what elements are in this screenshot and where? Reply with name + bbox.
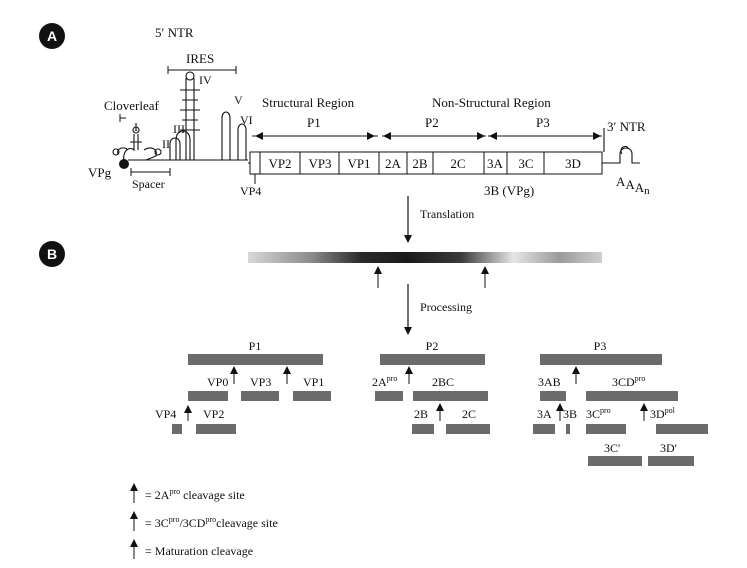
spacer-label: Spacer xyxy=(132,177,165,191)
region-arrows xyxy=(252,128,605,152)
utr3-label: 3′ NTR xyxy=(607,119,646,134)
p3-region-label: P3 xyxy=(536,115,550,130)
legend: = 2Apro cleavage site = 3Cpro/3CDproclea… xyxy=(130,483,278,559)
prod-3d-label: 3Dpol xyxy=(650,406,676,421)
prod-p1-bar xyxy=(188,354,323,365)
p1-region-label: P1 xyxy=(307,115,321,130)
seg-3a: 3A xyxy=(487,156,504,171)
prod-3cprime-label: 3C' xyxy=(604,441,620,455)
panel-b-badge: B xyxy=(39,241,65,267)
prod-p3-label: P3 xyxy=(594,339,607,353)
vpg-dot xyxy=(119,159,129,169)
structural-region-label: Structural Region xyxy=(262,95,355,110)
rna-3prime-structure xyxy=(602,145,640,164)
rna-5prime-structure xyxy=(112,71,248,163)
panel-a-label: A xyxy=(47,28,57,44)
vp4-genome-label: VP4 xyxy=(240,184,261,198)
prod-vp3-label: VP3 xyxy=(250,375,271,389)
prod-vp0-label: VP0 xyxy=(207,375,228,389)
prod-vp1-bar xyxy=(293,391,331,401)
domain-i: I xyxy=(134,120,138,134)
prod-3d-bar xyxy=(656,424,708,434)
prod-p3-bar xyxy=(540,354,662,365)
seg-3c: 3C xyxy=(518,156,533,171)
prod-3a-label: 3A xyxy=(537,407,552,421)
prod-2a-bar xyxy=(375,391,403,401)
legend-2a-text: = 2Apro cleavage site xyxy=(145,487,245,502)
vpg-3b-label: 3B (VPg) xyxy=(484,183,534,198)
prod-3c-bar xyxy=(586,424,626,434)
vpg-label: VPg xyxy=(88,165,112,180)
prod-vp3-bar xyxy=(241,391,279,401)
seg-2c: 2C xyxy=(450,156,465,171)
prod-3b-label: 3B xyxy=(563,407,577,421)
seg-vp2: VP2 xyxy=(268,156,291,171)
prod-vp4-label: VP4 xyxy=(155,407,176,421)
domain-vi: VI xyxy=(240,113,253,127)
prod-p2-bar xyxy=(380,354,485,365)
cloverleaf-label: Cloverleaf xyxy=(104,98,160,113)
polyprotein-bar xyxy=(248,252,602,263)
utr5-label: 5′ NTR xyxy=(155,25,194,40)
prod-vp2-label: VP2 xyxy=(203,407,224,421)
prod-3ab-label: 3AB xyxy=(538,375,561,389)
domain-ii: II xyxy=(162,137,170,151)
domain-iii: III xyxy=(173,122,185,136)
seg-2b: 2B xyxy=(412,156,428,171)
prod-2b-label: 2B xyxy=(414,407,428,421)
prod-3b-bar xyxy=(566,424,570,434)
prod-2bc-bar xyxy=(413,391,488,401)
prod-3dprime-bar xyxy=(648,456,694,466)
seg-vp3: VP3 xyxy=(308,156,331,171)
prod-2b-bar xyxy=(412,424,434,434)
seg-3d: 3D xyxy=(565,156,581,171)
panel-b-label: B xyxy=(47,246,57,262)
prod-p2-label: P2 xyxy=(426,339,439,353)
seg-vp1: VP1 xyxy=(347,156,370,171)
prod-2c-bar xyxy=(446,424,490,434)
legend-3c-text: = 3Cpro/3CDprocleavage site xyxy=(145,515,278,530)
prod-vp2-bar xyxy=(196,424,236,434)
seg-2a: 2A xyxy=(385,156,402,171)
prod-vp1-label: VP1 xyxy=(303,375,324,389)
panel-a-badge: A xyxy=(39,23,65,49)
prod-p1-label: P1 xyxy=(249,339,262,353)
legend-maturation-text: = Maturation cleavage xyxy=(145,544,253,558)
prod-3cd-label: 3CDpro xyxy=(612,374,645,389)
prod-vp4-bar xyxy=(172,424,182,434)
prod-2bc-label: 2BC xyxy=(432,375,454,389)
prod-3ab-bar xyxy=(540,391,566,401)
prod-3cd-bar xyxy=(586,391,678,401)
prod-vp0-bar xyxy=(188,391,228,401)
polya-label: AAAn xyxy=(616,174,650,197)
nonstructural-region-label: Non-Structural Region xyxy=(432,95,551,110)
prod-2c-label: 2C xyxy=(462,407,476,421)
processing-label: Processing xyxy=(420,300,472,314)
prod-2a-label: 2Apro xyxy=(372,374,397,389)
ires-label: IRES xyxy=(186,51,214,66)
prod-3cprime-bar xyxy=(588,456,642,466)
translation-label: Translation xyxy=(420,207,474,221)
domain-iv: IV xyxy=(199,73,212,87)
prod-3dprime-label: 3D' xyxy=(660,441,677,455)
domain-v: V xyxy=(234,93,243,107)
prod-3c-label: 3Cpro xyxy=(586,406,611,421)
p2-region-label: P2 xyxy=(425,115,439,130)
prod-3a-bar xyxy=(533,424,555,434)
